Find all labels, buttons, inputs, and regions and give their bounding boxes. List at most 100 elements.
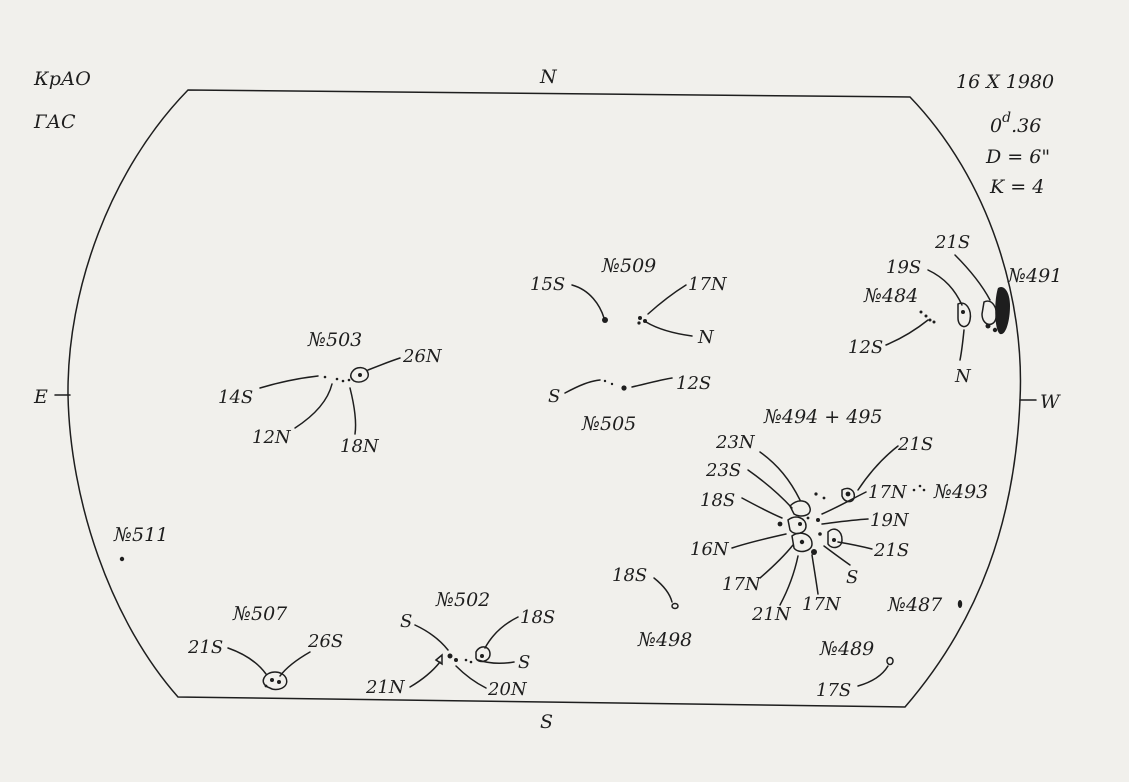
g494-leader — [821, 518, 869, 525]
group-498: №498 18S — [612, 565, 692, 651]
spot — [928, 318, 932, 322]
spot — [323, 375, 327, 379]
g494-18s: 18S — [700, 490, 735, 511]
g484-12s: 12S — [848, 337, 883, 358]
g494-17n-b: 17N — [802, 594, 842, 615]
g494-s: S — [846, 567, 858, 588]
g494-leader — [747, 469, 793, 509]
south-label: S — [540, 711, 553, 733]
g494-leader — [857, 445, 899, 491]
g494-leader — [821, 491, 867, 515]
g494-21s-top: 21S — [897, 434, 933, 455]
spot — [798, 522, 802, 526]
g494-16n: 16N — [690, 539, 730, 560]
g494-leader — [823, 545, 851, 566]
g494-leader — [731, 533, 787, 549]
g494-23s: 23S — [705, 460, 741, 481]
east-label: E — [33, 386, 48, 408]
g494-23n: 23N — [715, 432, 756, 453]
group-489-label: №489 — [819, 638, 874, 660]
g509-n: N — [697, 327, 715, 348]
group-498-label: №498 — [637, 629, 692, 651]
spot — [341, 379, 345, 383]
spot — [845, 491, 851, 497]
group-491: №491 21S 19S N — [886, 232, 1062, 387]
g509-leader-3 — [645, 321, 693, 337]
g503-26n: 26N — [402, 346, 443, 367]
group-509-label: №509 — [601, 255, 656, 277]
spot — [832, 538, 836, 542]
spot — [464, 658, 468, 662]
g491-leader-2 — [927, 269, 963, 306]
spot — [643, 319, 647, 323]
spot — [447, 653, 453, 659]
g491-21s: 21S — [934, 232, 970, 253]
g505-leader-1 — [564, 379, 601, 394]
spot — [912, 488, 916, 492]
group-494-495: №494 + 495 23N 23S 18S 16N 17N 21N 17N S… — [690, 406, 933, 625]
instrument-label: ГАС — [33, 111, 76, 133]
spot — [610, 382, 614, 386]
spot — [602, 317, 608, 323]
g502-leader-4 — [409, 661, 441, 688]
g509-leader-2 — [647, 284, 687, 315]
g503-18n: 18N — [340, 436, 380, 457]
g494-17n-c: 17N — [868, 482, 908, 503]
group-502-label: №502 — [435, 589, 490, 611]
g505-12s: 12S — [676, 373, 711, 394]
spot — [480, 654, 484, 658]
g509-17n: 17N — [688, 274, 728, 295]
spot — [347, 378, 351, 382]
diameter-label: D = 6" — [985, 146, 1050, 168]
group-511-label: №511 — [113, 524, 168, 546]
spot — [637, 321, 641, 325]
g502-18s: 18S — [520, 607, 555, 628]
spot — [818, 532, 822, 536]
group-505: №505 S 12S — [548, 373, 711, 435]
g494-leader — [759, 451, 801, 501]
group-503: №503 26N 14S 12N 18N — [218, 329, 443, 457]
g494-leader — [759, 544, 794, 579]
group-505-label: №505 — [581, 413, 636, 435]
g494-leader — [811, 554, 819, 595]
spot — [922, 488, 926, 492]
g503-leader-2 — [259, 375, 319, 389]
spot — [886, 656, 894, 666]
spot — [919, 310, 923, 314]
spot — [957, 600, 963, 608]
spot — [270, 678, 274, 682]
spot — [335, 377, 339, 381]
group-489: №489 17S — [816, 638, 894, 701]
g491-leader-1 — [954, 254, 991, 301]
g498-18s: 18S — [612, 565, 647, 586]
spot — [119, 556, 125, 562]
g509-15s: 15S — [530, 274, 565, 295]
spot — [827, 528, 843, 549]
spot — [985, 323, 991, 329]
g491-leader-3 — [959, 329, 965, 361]
time-label: 0d.36 — [990, 110, 1041, 137]
g502-leader-5 — [455, 665, 487, 689]
g494-17n-a: 17N — [722, 574, 762, 595]
g489-17s: 17S — [816, 680, 851, 701]
g503-leader-3 — [294, 383, 333, 429]
spot — [603, 379, 607, 383]
group-502: №502 S 18S S 21N 20N — [365, 589, 555, 700]
g507-21s: 21S — [187, 637, 223, 658]
g491-19s: 19S — [886, 257, 921, 278]
g491-n: N — [954, 366, 972, 387]
disk-outline — [67, 89, 1022, 708]
g502-20n: 20N — [487, 679, 528, 700]
group-511: №511 — [113, 524, 168, 562]
spot — [638, 316, 642, 320]
g505-s: S — [548, 386, 560, 407]
group-484-label: №484 — [863, 285, 918, 307]
g502-21n: 21N — [365, 677, 406, 698]
g503-14s: 14S — [218, 387, 253, 408]
spot — [932, 320, 936, 324]
spot — [454, 658, 458, 662]
spot — [469, 660, 473, 664]
group-487: №487 — [887, 594, 963, 616]
north-label: N — [539, 66, 558, 88]
